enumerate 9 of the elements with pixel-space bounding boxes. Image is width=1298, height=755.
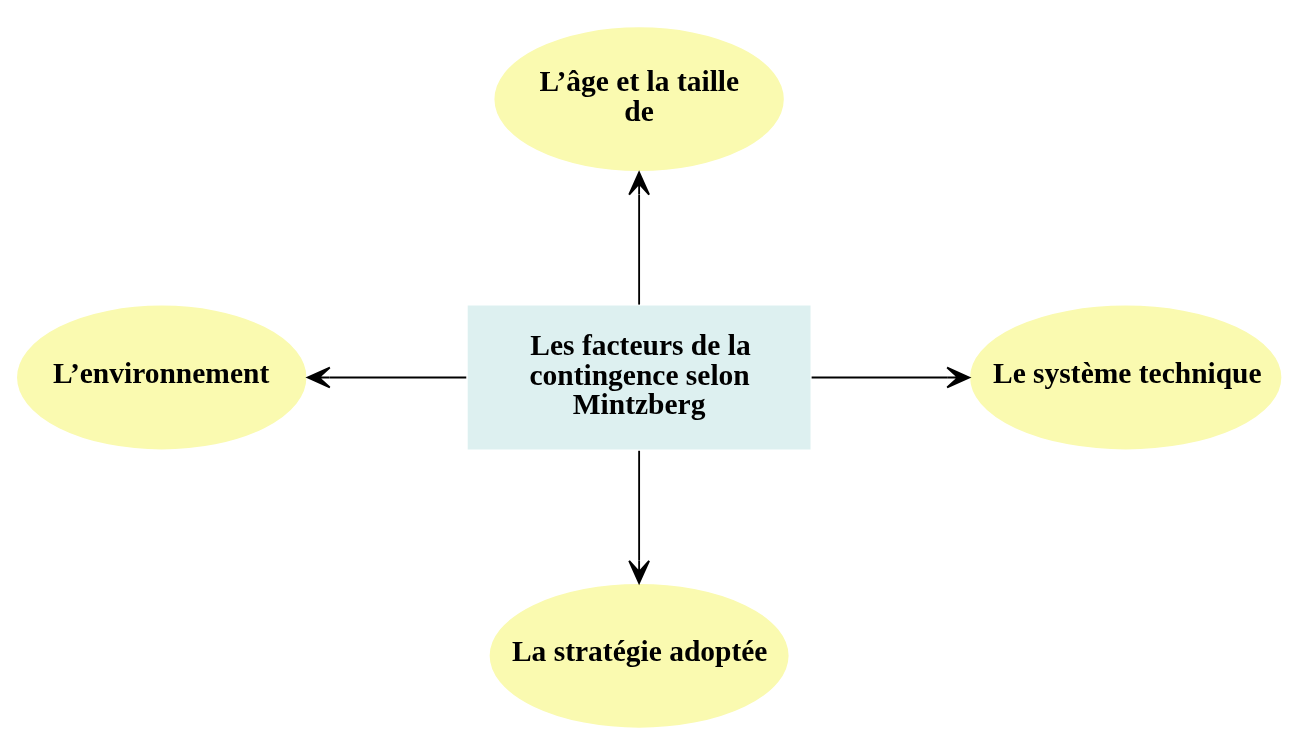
node-ellipse: Le système technique <box>968 303 1284 452</box>
arrow <box>306 366 468 389</box>
arrow <box>628 171 650 306</box>
node-box: Les facteurs de la contingence selon Mintzberg <box>465 303 813 452</box>
node-ellipse: L’environnement <box>15 303 309 452</box>
arrow <box>810 366 971 389</box>
node-ellipse: La stratégie adoptée <box>487 582 791 730</box>
node-ellipse: L’âge et la taille de <box>492 25 786 173</box>
arrow <box>628 449 650 584</box>
